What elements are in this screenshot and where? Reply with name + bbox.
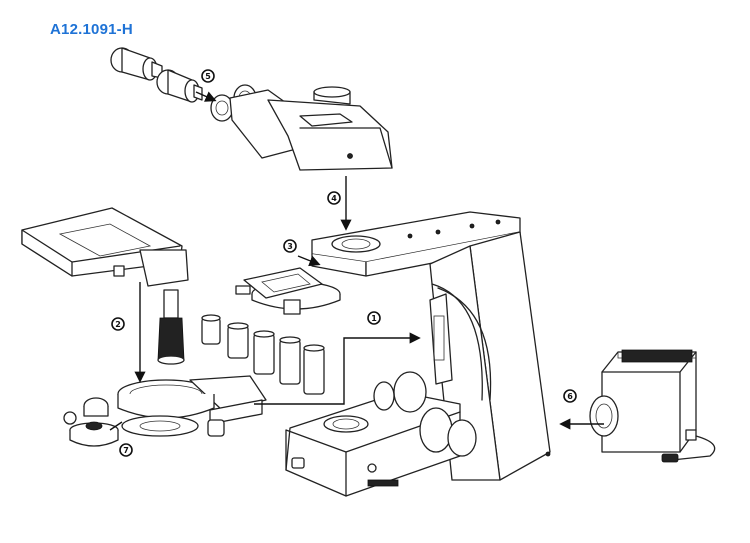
nosepiece bbox=[235, 267, 341, 315]
svg-text:6: 6 bbox=[567, 392, 573, 401]
microscope-stand bbox=[285, 211, 551, 497]
callout-7: 7 bbox=[119, 443, 133, 457]
condenser-lens bbox=[63, 397, 119, 447]
svg-text:7: 7 bbox=[123, 446, 129, 455]
eyepiece-right bbox=[156, 69, 203, 103]
callout-2: 2 bbox=[111, 317, 125, 331]
trinocular-head bbox=[210, 84, 393, 171]
model-code-title: A12.1091-H bbox=[50, 21, 133, 38]
condenser-holder bbox=[117, 375, 267, 437]
callout-6: 6 bbox=[563, 389, 577, 403]
mechanical-stage bbox=[21, 207, 189, 365]
svg-text:3: 3 bbox=[287, 242, 293, 251]
callout-4: 4 bbox=[327, 191, 341, 205]
callout-5: 5 bbox=[201, 69, 215, 83]
eyepiece-left bbox=[110, 47, 163, 81]
svg-text:5: 5 bbox=[205, 72, 211, 81]
objectives bbox=[201, 314, 325, 395]
callout-3: 3 bbox=[283, 239, 297, 253]
callout-1: 1 bbox=[367, 311, 381, 325]
svg-text:4: 4 bbox=[331, 194, 337, 203]
lamp-house bbox=[589, 349, 716, 463]
assembly-arrows bbox=[109, 91, 604, 431]
filter-turret bbox=[121, 415, 199, 437]
svg-text:2: 2 bbox=[115, 320, 121, 329]
svg-text:1: 1 bbox=[371, 314, 377, 323]
